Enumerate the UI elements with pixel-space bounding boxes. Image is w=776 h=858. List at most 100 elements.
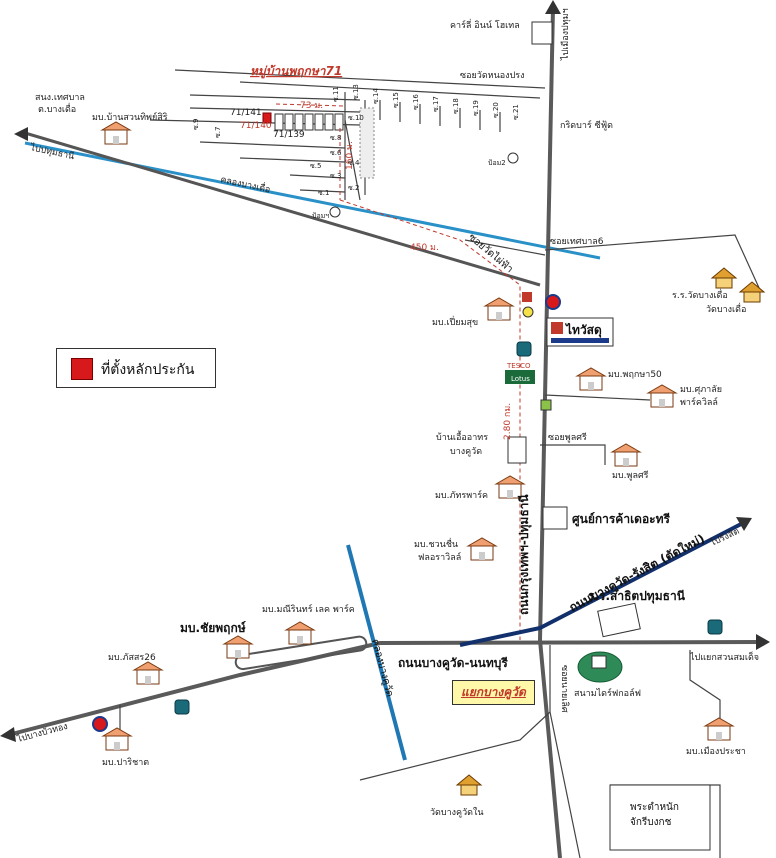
road-lower-west: [359, 711, 551, 781]
traffic-light-icon: [522, 306, 534, 318]
road-soi-nongprong-2: [239, 81, 541, 99]
label-plot-140: 71/140: [240, 121, 272, 131]
village-plots: [274, 113, 344, 131]
label-carsi-inn: คาร์ลี่ อินน์ โฮเทล: [450, 18, 520, 31]
canal-bang-khuwat-line: [346, 544, 407, 761]
label-mb-pattara26: มบ.ภัสสร26: [108, 653, 156, 663]
label-dist-73: 73 ม.: [300, 101, 323, 111]
label-mb-phuttree: มบ.พูลศรี: [612, 470, 649, 481]
soi-label: ซ.17: [432, 96, 440, 112]
soi-label: ซ.2: [348, 184, 359, 192]
label-soi-phuttree: ซอยพูลศรี: [548, 432, 587, 443]
label-to-pathum: ไปเมืองปทุมฯ: [560, 8, 571, 61]
label-soi-nongprong: ซอยวัดหนองปรง: [460, 71, 525, 81]
label-golf: สนามไดร์ฟกอล์ฟ: [574, 687, 641, 699]
soi-label: ซ.20: [492, 102, 500, 118]
road-to-wat-bangkhuea: [544, 234, 761, 291]
golf-flag-icon: [591, 655, 607, 669]
thaiwatsadu-logo-mark: [551, 322, 563, 334]
soi-label: ซ.10: [348, 114, 364, 122]
road-lower-south: [549, 711, 581, 858]
collateral-plot-marker: [262, 112, 272, 124]
label-pum2: ป้อม2: [488, 159, 506, 167]
label-mb-chuanchuen-1: มบ.ชวนชื่น: [414, 537, 458, 550]
soi-label: ซ.9: [192, 119, 200, 130]
soi-label: ซ.16: [412, 94, 420, 110]
label-sno-tessaban: สนง.เทศบาล: [35, 93, 85, 103]
gas-station-icon: [545, 294, 561, 310]
village-road-2: [189, 107, 361, 113]
temple-icons: [455, 267, 766, 796]
guard-post-icon: [507, 152, 519, 164]
label-mb-patra: มบ.ภัทรพาร์ค: [435, 489, 488, 501]
soi-label: ซ.1: [318, 189, 329, 197]
legend-label: ที่ตั้งหลักประกัน: [101, 362, 195, 378]
soi-label: ซ.18: [452, 98, 460, 114]
road-pathum-thani: [537, 7, 562, 858]
road-soi-wat-phrai-fa: [24, 131, 541, 287]
arrow-right-icon: [756, 634, 770, 650]
bank-icon: [516, 341, 532, 357]
box-ban-euea: [507, 436, 527, 464]
label-mb-supalai-2: พาร์ควิลล์: [680, 396, 718, 408]
box-palace: [609, 784, 711, 851]
soi-label: ซ.7: [214, 127, 222, 138]
label-wat-bangkhuwat-nai: วัดบางคูวัดใน: [430, 807, 484, 818]
label-rr-watbangkhuea: ร.ร.วัดบางเดื่อ: [672, 288, 728, 301]
label-to-suansomdet: ไปแยกสวนสมเด็จ: [689, 650, 759, 663]
label-dist-280: 2.80 กม.: [503, 403, 513, 440]
label-soi-wat-phrai-fa: ซอยวัดไผ่ฟ้า: [466, 231, 515, 275]
label-mb-chaipruk: มบ.ชัยพฤกษ์: [180, 621, 246, 635]
label-road-nonthaburi: ถนนบางคูวัด-นนทบุรี: [398, 656, 508, 671]
label-plot-139: 71/139: [273, 130, 305, 140]
village-road-6: [289, 174, 346, 179]
road-soi-nongprong: [174, 69, 546, 89]
road-soi-tessaban6: [464, 239, 546, 256]
label-canal-bang-khuwat: คลองบางคูวัด: [369, 638, 395, 698]
label-thaiwatsadu: ไทวัสดุ: [564, 322, 602, 338]
hatched-area: [359, 107, 375, 179]
label-gridbar: กริดบาร์ ซีฟู้ด: [560, 119, 613, 131]
label-mb-maneerin: มบ.มณีรินทร์ เลค พาร์ค: [262, 603, 355, 615]
arrow-rangsit-icon: [736, 517, 752, 531]
gas-station-icon-2: [92, 716, 108, 732]
label-soi-tessaban6: ซอยเทศบาล6: [550, 237, 604, 247]
village-road-4: [199, 141, 346, 149]
label-dist-160: 160 ม.: [345, 141, 355, 170]
tesco-lotus-logo: [505, 370, 535, 384]
label-rr-sarit: ร.ร.สาธิตปทุมธานี: [588, 589, 686, 604]
label-mb-piamsuk: มบ.เปี่ยมสุข: [432, 315, 478, 328]
soi-label: ซ.19: [472, 100, 480, 116]
soi-label: ซ.8: [330, 134, 341, 142]
label-sno-tessaban-2: ต.บางเดื่อ: [38, 102, 76, 115]
soi-label: ซ.21: [512, 104, 520, 120]
village-title: หมู่บ้านพฤกษา71: [250, 64, 342, 79]
label-ban-euea-1: บ้านเอื้ออาทร: [436, 430, 488, 443]
arrow-up-icon: [545, 0, 561, 14]
soi-label: ซ.15: [392, 92, 400, 108]
label-mb-parichat: มบ.ปาริชาต: [102, 757, 149, 768]
label-palace-1: พระตำหนัก: [630, 802, 679, 813]
dist-73-line: [275, 103, 346, 107]
junction-label: แยกบางคูวัด: [452, 680, 535, 705]
label-mb-supalai: มบ.ศุภาลัย: [680, 385, 722, 395]
soi-label: ซ.6: [330, 149, 342, 157]
label-pum1: ป้อมฯ: [312, 212, 329, 220]
label-soi-nai-lert: ซอยนายเลิศ: [559, 665, 570, 713]
map-legend: ที่ตั้งหลักประกัน: [56, 348, 216, 388]
guard-post-icon-2: [329, 206, 341, 218]
box-school: [597, 602, 641, 638]
label-to-rangsit: ไปรังสิต: [708, 526, 742, 549]
label-tesco: TESCO: [506, 362, 531, 370]
bank-icon-3: [707, 619, 723, 635]
label-dist-450: 450 ม.: [410, 243, 439, 253]
soi-label: ซ.3: [330, 172, 341, 180]
label-mb-muangpracha: มบ.เมืองประชา: [686, 746, 746, 757]
label-ban-euea-2: บางคูวัด: [450, 447, 482, 457]
marker-icon: [522, 292, 532, 302]
label-palace-2: จักรีบงกช: [630, 816, 672, 828]
soi-label: ซ.4: [348, 159, 360, 167]
soi-number-labels: ซ.11 ซ.13 ซ.14 ซ.15 ซ.16 ซ.17 ซ.18 ซ.19 …: [192, 84, 520, 197]
bank-icon-2: [174, 699, 190, 715]
